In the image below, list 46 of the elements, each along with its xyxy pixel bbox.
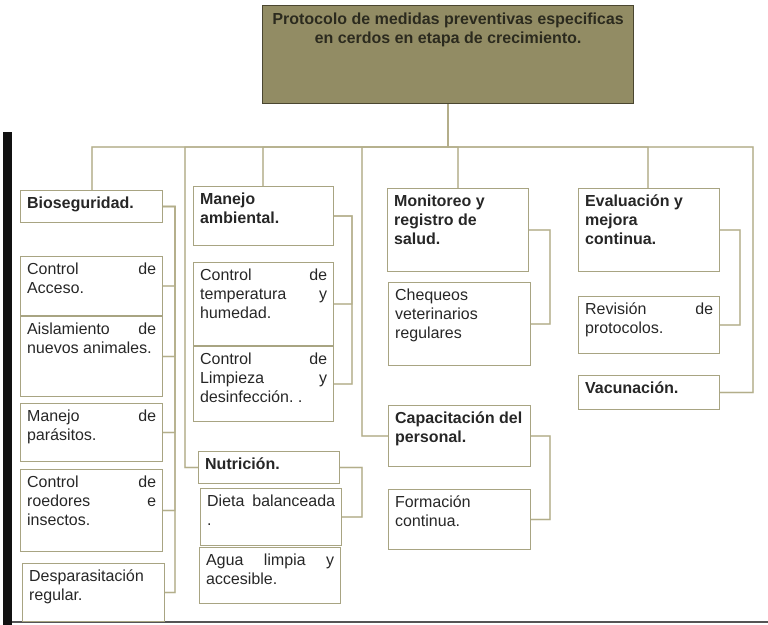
category-box [578, 188, 720, 272]
category-box [20, 190, 163, 223]
item-box [388, 489, 531, 550]
item-label: Aislamiento de nuevos animales. [27, 320, 156, 358]
category-label: Nutrición. [205, 455, 281, 474]
category-label: Capacitación del personal. [395, 409, 524, 447]
item-box [199, 547, 341, 604]
title-box [262, 5, 634, 104]
item-label: Revisión de protocolos. [585, 300, 713, 338]
category-label: Bioseguridad. [27, 194, 135, 213]
item-box [20, 469, 163, 552]
item-label: Agua limpia y accesible. [206, 551, 334, 589]
connector-line [334, 215, 353, 385]
item-label: Chequeos veterinarios regulares [395, 286, 479, 343]
connector-line [163, 206, 176, 594]
category-box [193, 186, 334, 246]
connector-line [529, 229, 551, 325]
category-label: Vacunación. [585, 379, 680, 398]
item-label: Manejo de parásitos. [27, 407, 156, 445]
item-box [20, 256, 163, 316]
item-box [388, 282, 531, 366]
connector-line [720, 229, 741, 326]
item-label: Desparasitación regular. [29, 567, 145, 605]
category-label: Evaluación y mejora continua. [585, 192, 684, 249]
item-label: Formación continua. [395, 493, 472, 531]
category-box [387, 188, 529, 272]
category-box [198, 451, 340, 484]
item-box [200, 488, 342, 546]
item-label: Dieta balanceada . [207, 492, 335, 530]
category-label: Manejo ambiental. [200, 190, 280, 228]
category-box [578, 375, 720, 410]
item-box [22, 563, 165, 622]
item-box [20, 403, 163, 462]
category-label: Monitoreo y registro de salud. [394, 192, 486, 249]
item-box [578, 296, 720, 354]
category-box [388, 405, 531, 467]
item-box [193, 346, 334, 422]
item-label: Control de Acceso. [27, 260, 156, 298]
connector-line [340, 466, 363, 518]
item-label: Control de temperatura y humedad. [200, 266, 327, 323]
item-box [20, 316, 163, 397]
item-label: Control de roedores e insectos. [27, 473, 156, 530]
item-box [193, 262, 334, 346]
title-text: Protocolo de medidas preventivas especificas en cerdos en etapa de crecimiento. [271, 10, 625, 48]
item-label: Control de Limpieza y desinfección. . [200, 350, 327, 407]
connector-line [531, 435, 551, 520]
